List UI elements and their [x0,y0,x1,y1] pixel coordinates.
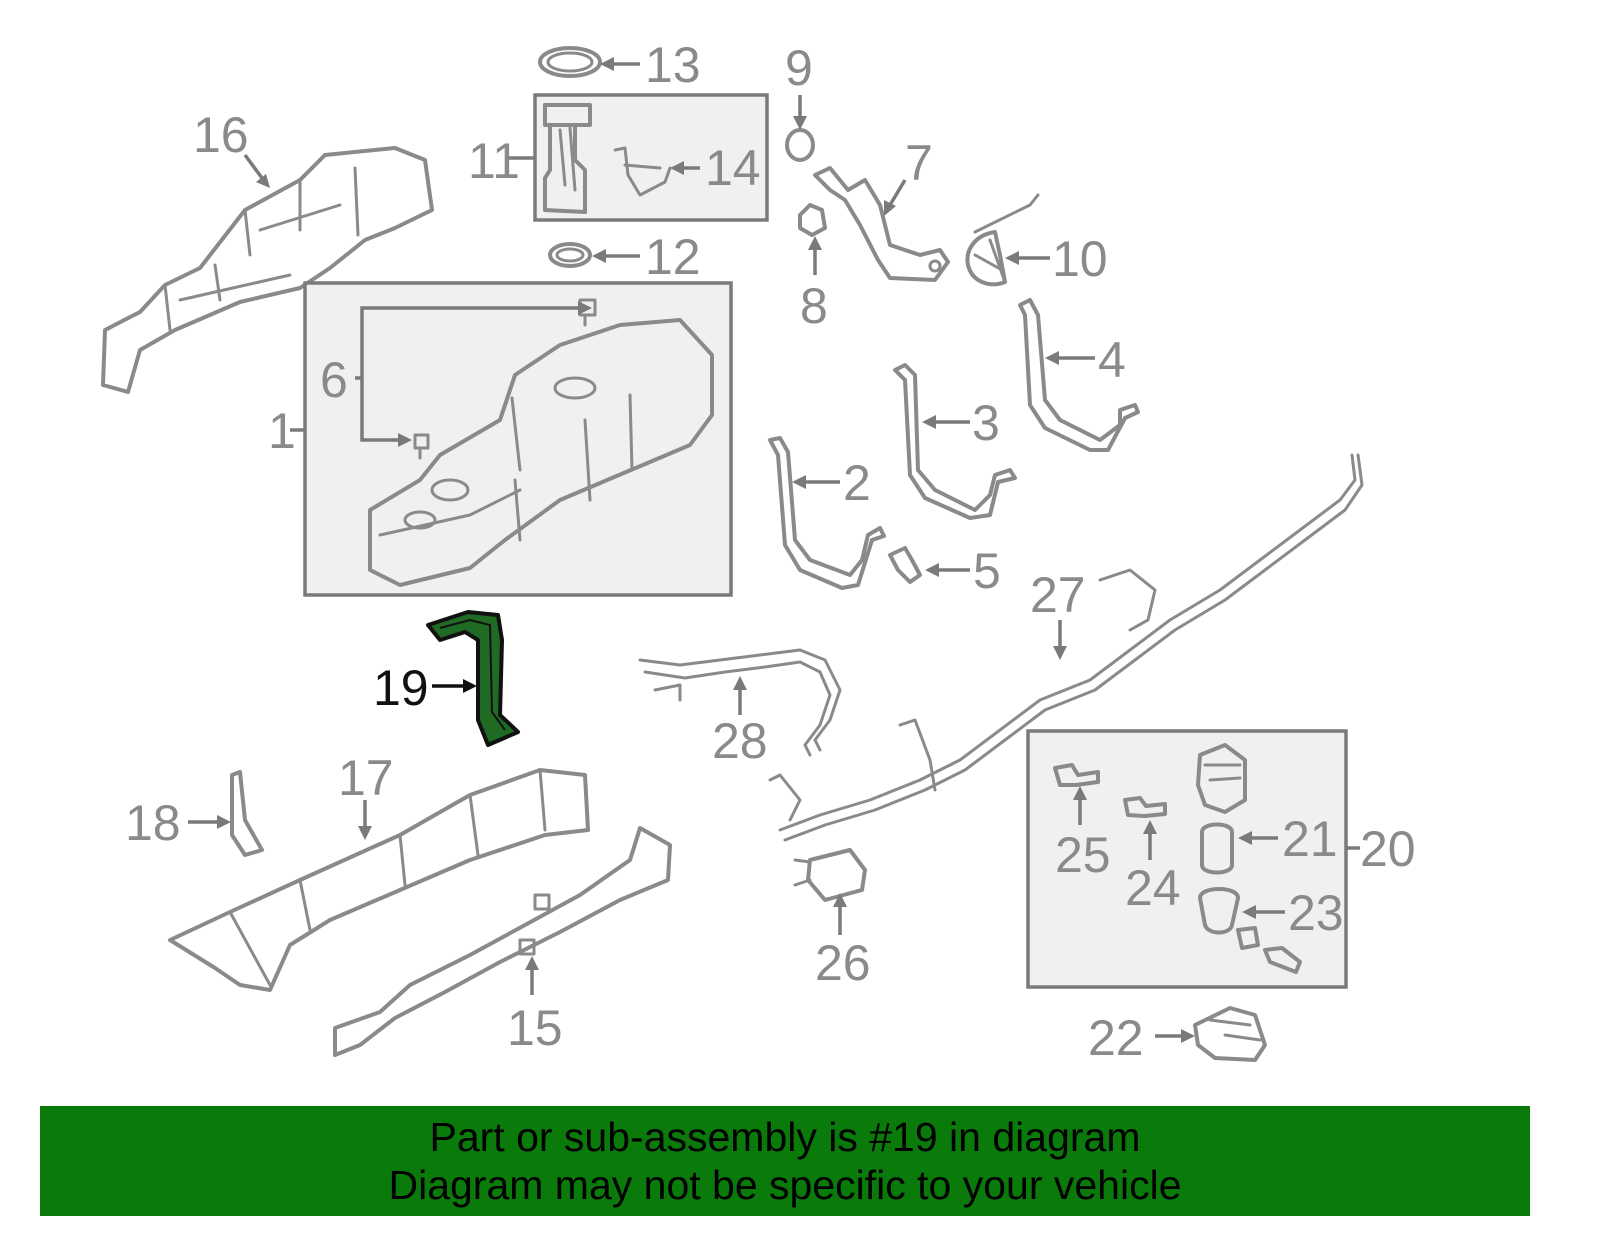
callout-27: 27 [1030,567,1086,623]
part-13-lock-ring [538,46,602,78]
callout-21: 21 [1282,811,1338,867]
callout-5: 5 [973,543,1001,599]
callout-1: 1 [268,403,296,459]
callout-14: 14 [705,140,761,196]
callout-6: 6 [320,352,348,408]
part-28-lines [638,648,842,757]
part-4-strap [1018,298,1140,452]
part-7-filler-pipe [813,166,950,282]
callout-22: 22 [1088,1010,1144,1066]
part-15-rail [333,826,672,1057]
part-16-skid-plate [101,146,434,394]
callout-9: 9 [785,40,813,96]
part-19-strap-highlighted [426,610,520,747]
part-14-sender [613,146,672,197]
leader-lines [188,57,1360,1043]
callout-23: 23 [1288,885,1344,941]
callout-19: 19 [373,660,429,716]
part-3-strap [893,363,1017,520]
part-2-strap [768,436,886,590]
part-6-tank-fittings [413,298,597,460]
callout-13: 13 [645,37,701,93]
part-22-bracket [1193,1006,1267,1062]
part-8-filler-housing [798,203,827,237]
part-21-filter [1200,822,1234,875]
leader-19 [432,679,477,693]
callout-24: 24 [1125,860,1181,916]
part-18-bracket [230,770,264,857]
callout-18: 18 [125,795,181,851]
part-23-filter-bowl [1198,887,1240,935]
part-9-cap [785,128,815,162]
callout-11: 11 [468,133,520,189]
part-11-fuel-pump [543,103,592,214]
callout-26: 26 [815,935,871,991]
part-10-filler-shield [965,193,1040,287]
part-12-seal [548,242,592,268]
callout-4: 4 [1098,332,1126,388]
callout-25: 25 [1055,827,1111,883]
part-1-fuel-tank [368,318,714,587]
callout-15: 15 [507,1000,563,1056]
part-17-skid-plate [168,768,590,992]
callout-2: 2 [843,455,871,511]
callout-12: 12 [645,229,701,285]
callout-8: 8 [800,278,828,334]
part-20-filter-head [1196,743,1247,814]
callout-3: 3 [972,395,1000,451]
banner-line-part: Part or sub-assembly is #19 in diagram [429,1114,1141,1160]
part-26-valve [793,848,867,902]
callout-16: 16 [193,107,249,163]
part-20-gasket-bolt [1236,926,1302,974]
part-25-bolt [1053,763,1100,787]
callout-10: 10 [1052,231,1108,287]
callout-17: 17 [338,750,394,806]
info-banner: Part or sub-assembly is #19 in diagram D… [40,1106,1530,1216]
part-24-bolt [1123,796,1167,818]
callout-7: 7 [905,135,933,191]
callout-28: 28 [712,713,768,769]
callout-20: 20 [1360,821,1416,877]
callout-labels: 13 9 16 11 14 7 12 10 8 6 4 1 3 2 5 27 1… [125,37,1416,1066]
part-27-fuel-lines [768,453,1364,842]
banner-line-disclaimer: Diagram may not be specific to your vehi… [388,1162,1182,1208]
part-5-bolt [888,546,922,584]
